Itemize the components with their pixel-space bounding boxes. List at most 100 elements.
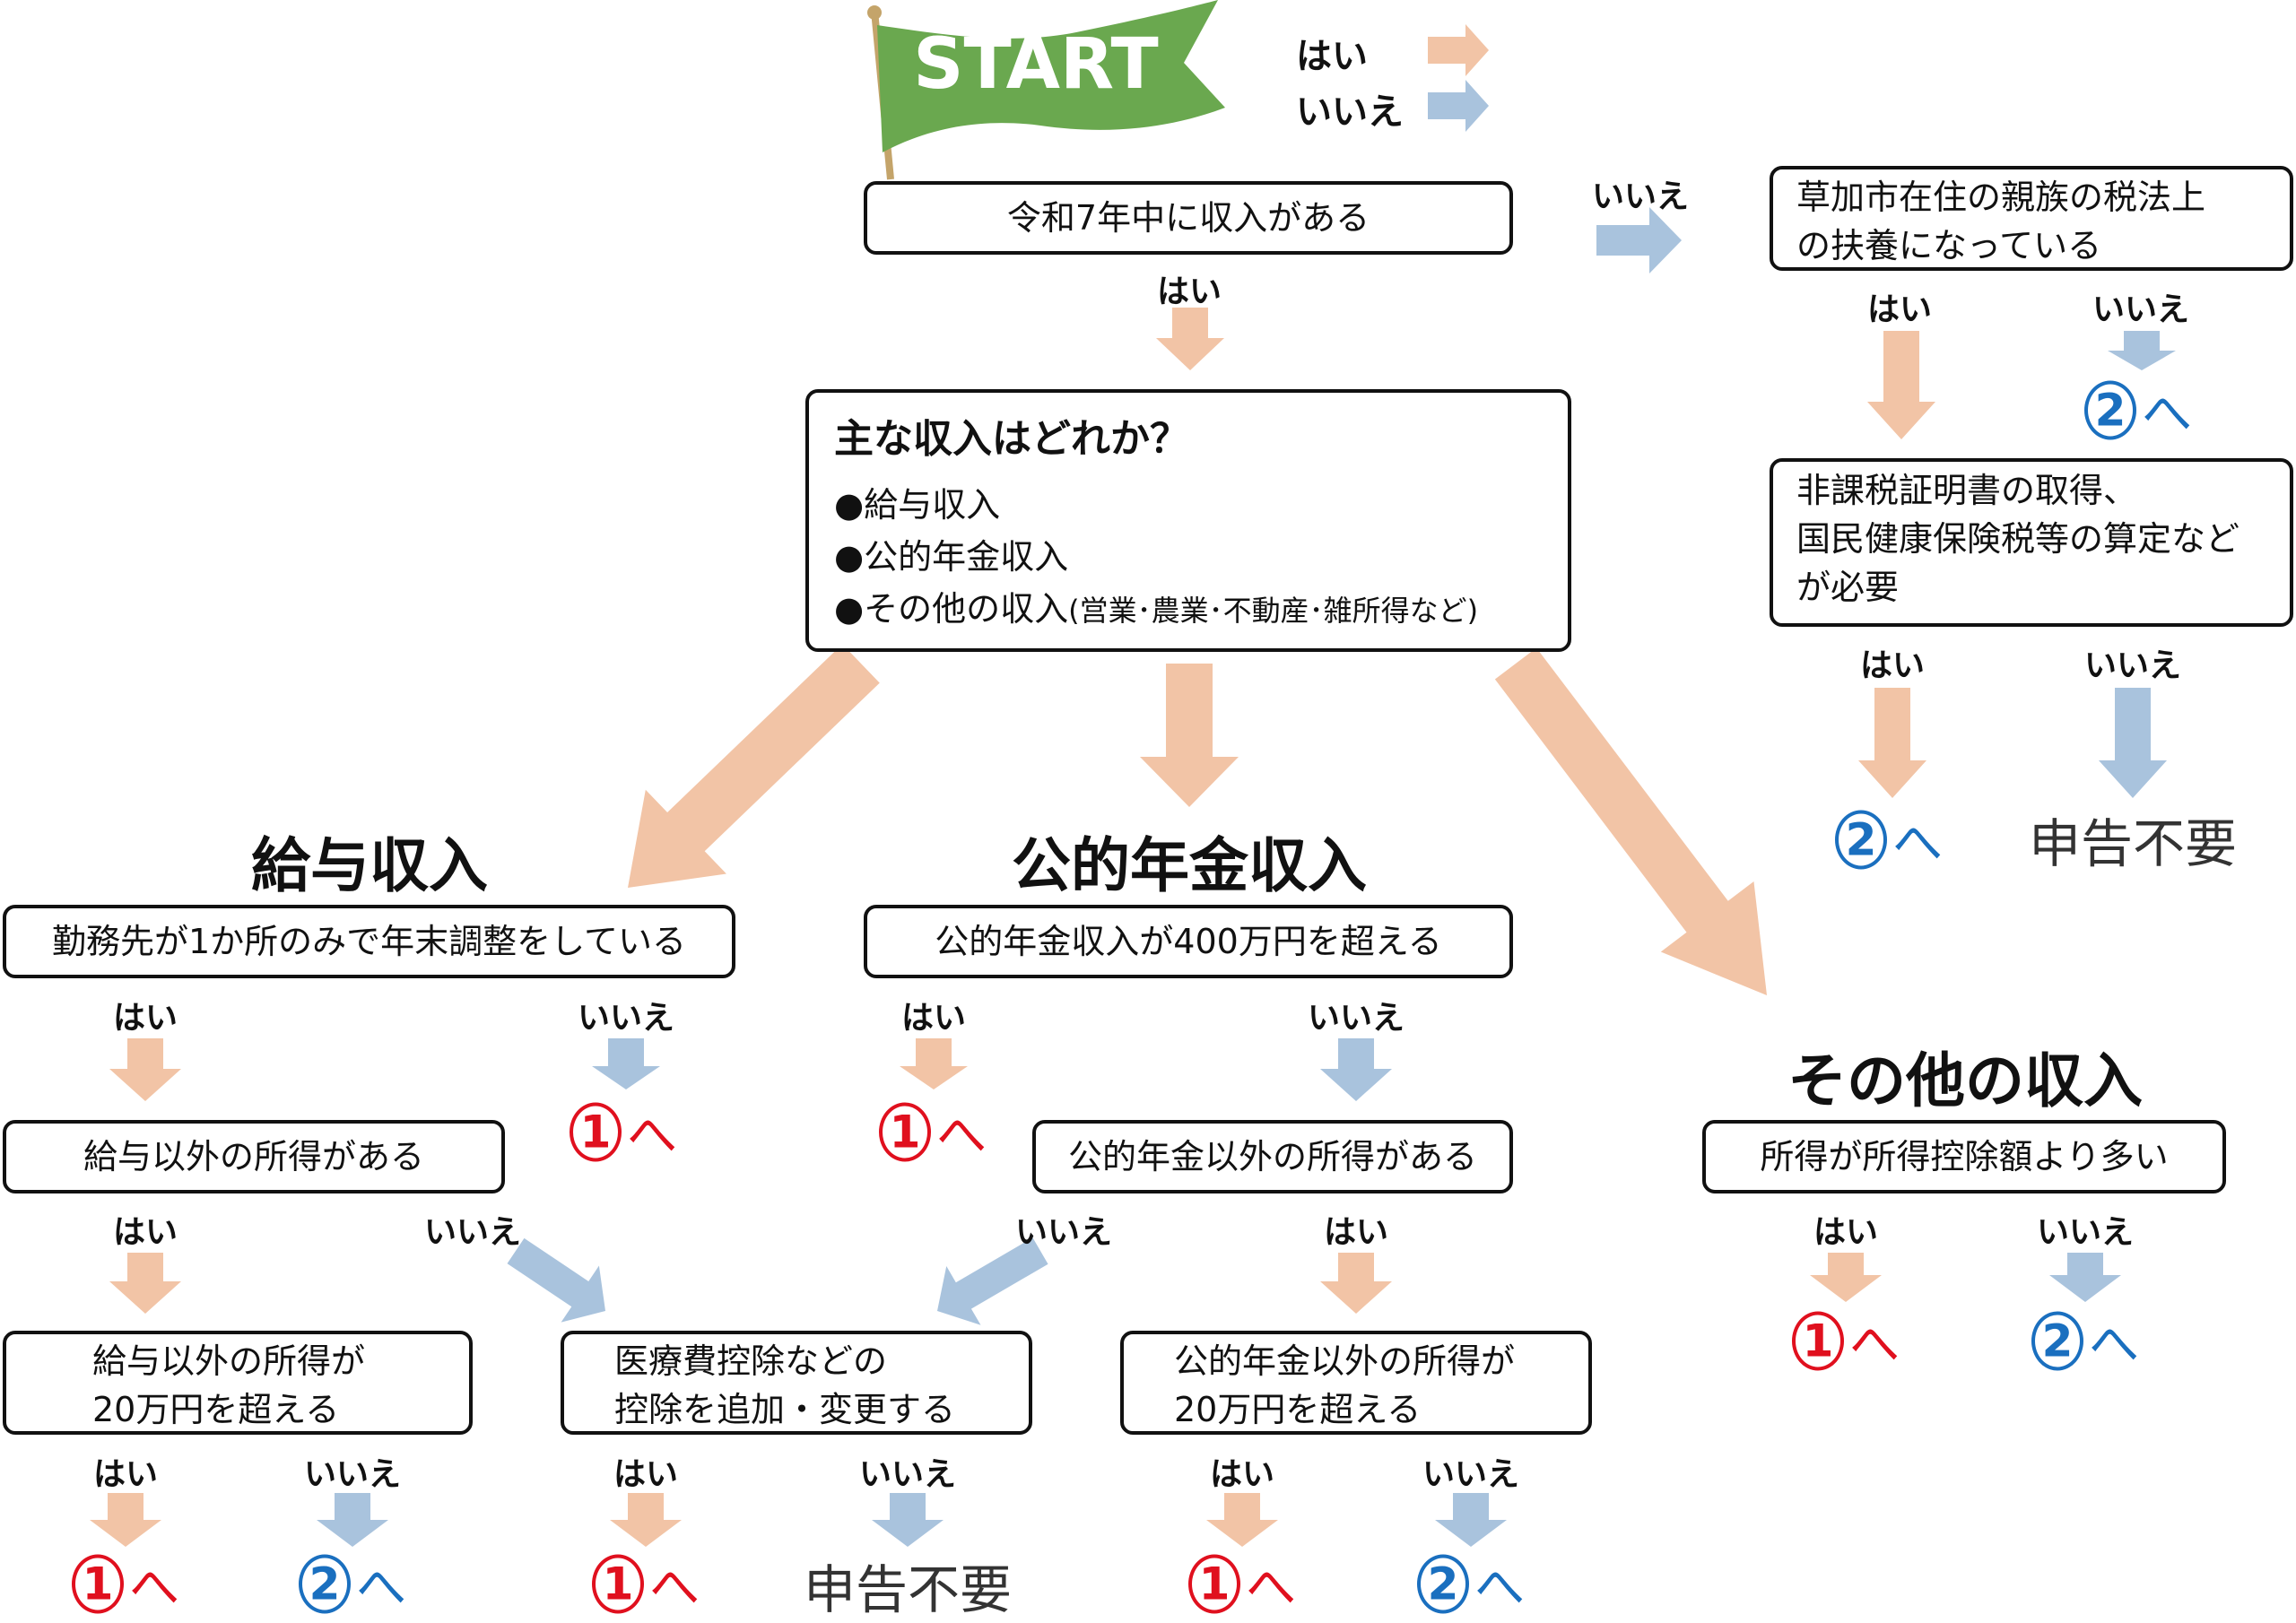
- arrow-salary-q3-yes: [90, 1493, 161, 1547]
- label-yes: はい: [1323, 1214, 1389, 1251]
- label-no: いいえ: [303, 1456, 402, 1493]
- other-question-1-box: 所得が所得控除額より多い: [1702, 1120, 2226, 1193]
- circled-1-icon: 1: [72, 1554, 124, 1613]
- question-certificate-line2: 国民健康保険税等の算定など: [1796, 519, 2240, 559]
- label-yes: はい: [613, 1456, 679, 1493]
- section-heading-pension: 公的年金収入: [1012, 831, 1367, 900]
- label-yes: はい: [92, 1456, 159, 1493]
- other-question-1-text: 所得が所得控除額より多い: [1760, 1137, 2169, 1176]
- flag-pole-knob: [867, 5, 882, 20]
- salary-question-3-line2: 20万円を超える: [92, 1390, 340, 1429]
- question-dependent-line2: の扶養になっている: [1796, 226, 2102, 265]
- pension-question-2-text: 公的年金以外の所得がある: [1067, 1137, 1477, 1176]
- salary-question-1-text: 勤務先が1か所のみで年末調整をしている: [51, 922, 687, 961]
- arrow-salary-q2-no: [507, 1237, 605, 1323]
- main-income-item: ●給与収入: [834, 485, 1001, 525]
- arrow-salary-q3-no: [317, 1493, 388, 1547]
- medical-deduction-line2: 控除を追加・変更する: [614, 1390, 956, 1429]
- circled-1-icon: 1: [879, 1102, 931, 1161]
- label-yes: はい: [1859, 647, 1926, 684]
- label-no: いいえ: [1422, 1456, 1520, 1493]
- circled-1-icon: 1: [592, 1554, 644, 1613]
- arrow-pension-q3-yes: [1206, 1493, 1278, 1547]
- legend-yes-arrow-icon: [1428, 24, 1489, 76]
- label-no: いいえ: [2092, 291, 2190, 328]
- legend-no-arrow-icon: [1428, 80, 1489, 132]
- go-to-label: へ: [2142, 385, 2192, 444]
- arrow-to-salary: [628, 644, 880, 888]
- go-to-label: へ: [649, 1558, 700, 1618]
- section-heading-other: その他の収入: [1787, 1046, 2143, 1115]
- salary-question-2-box: 給与以外の所得がある: [3, 1120, 505, 1193]
- start-flag-icon: [867, 0, 1225, 180]
- arrow-other-no: [2049, 1253, 2121, 1302]
- circled-2-icon: 2: [299, 1554, 351, 1613]
- go-to-label: へ: [1474, 1558, 1525, 1618]
- pension-question-1-box: 公的年金収入が400万円を超える: [864, 905, 1513, 978]
- label-no: いいえ: [2036, 1214, 2135, 1251]
- arrow-to-pension: [1140, 664, 1239, 807]
- arrow-yes-certificate: [1858, 688, 1926, 798]
- arrow-medical-yes: [610, 1493, 682, 1547]
- label-yes: はい: [1209, 1456, 1275, 1493]
- medical-deduction-box: 医療費控除などの 控除を追加・変更する: [561, 1331, 1032, 1435]
- label-yes: はい: [1866, 291, 1933, 328]
- arrow-salary-q2-yes: [109, 1253, 181, 1314]
- pension-question-3-line2: 20万円を超える: [1174, 1390, 1422, 1429]
- go-to-label: へ: [627, 1107, 677, 1166]
- arrow-pension-q1-yes: [900, 1038, 968, 1089]
- legend-no-label: いいえ: [1296, 91, 1404, 133]
- arrow-salary-q1-no: [592, 1038, 660, 1089]
- arrow-pension-q2-no: [937, 1237, 1048, 1325]
- arrow-yes-to-certificate: [1867, 331, 1935, 439]
- arrow-no-dependent: [2108, 331, 2176, 370]
- legend-yes-label: はい: [1296, 36, 1368, 77]
- salary-question-3-line1: 給与以外の所得が: [92, 1341, 366, 1381]
- medical-deduction-line1: 医療費控除などの: [614, 1341, 888, 1381]
- label-yes: はい: [900, 1000, 967, 1037]
- pension-question-3-line1: 公的年金以外の所得が: [1174, 1341, 1516, 1381]
- label-yes: はい: [112, 1000, 178, 1037]
- pension-question-1-text: 公的年金収入が400万円を超える: [935, 922, 1442, 961]
- question-income-box: 令和7年中に収入がある: [864, 181, 1513, 255]
- arrow-salary-q1-yes: [109, 1038, 181, 1101]
- salary-question-3-box: 給与以外の所得が 20万円を超える: [3, 1331, 473, 1435]
- start-label: START: [913, 24, 1158, 105]
- go-to-label: へ: [356, 1558, 406, 1618]
- circled-2-icon: 2: [1835, 810, 1887, 869]
- arrow-yes-to-main: [1156, 308, 1224, 370]
- arrow-pension-q2-yes: [1320, 1253, 1392, 1314]
- arrow-no-certificate: [2099, 688, 2167, 798]
- main-income-item: ●その他の収入: [834, 589, 1069, 629]
- label-no: いいえ: [1014, 1214, 1113, 1251]
- salary-question-2-text: 給与以外の所得がある: [83, 1137, 424, 1176]
- arrow-to-other: [1494, 647, 1767, 995]
- circled-1-icon: 1: [570, 1102, 622, 1161]
- label-no: いいえ: [423, 1214, 522, 1251]
- question-certificate-box: 非課税証明書の取得、 国民健康保険税等の算定など が必要: [1770, 458, 2293, 627]
- label-yes: はい: [112, 1214, 178, 1251]
- pension-question-3-box: 公的年金以外の所得が 20万円を超える: [1120, 1331, 1592, 1435]
- circled-2-icon: 2: [1417, 1554, 1469, 1613]
- flag-banner: [877, 0, 1225, 152]
- label-yes: はい: [1813, 1214, 1879, 1251]
- go-to-label: へ: [1246, 1558, 1296, 1618]
- question-income-text: 令和7年中に収入がある: [1006, 198, 1370, 238]
- question-dependent-line1: 草加市在住の親族の税法上: [1796, 178, 2206, 217]
- go-to-label: へ: [1892, 814, 1943, 873]
- question-certificate-line3: が必要: [1796, 568, 1900, 607]
- arrow-other-yes: [1810, 1253, 1882, 1302]
- main-income-note: (営業･農業･不動産･雑所得など): [1068, 594, 1479, 628]
- arrow-pension-q1-no: [1320, 1038, 1392, 1101]
- label-yes: はい: [1156, 273, 1222, 310]
- label-no: いいえ: [858, 1456, 957, 1493]
- question-certificate-line1: 非課税証明書の取得、: [1796, 471, 2138, 510]
